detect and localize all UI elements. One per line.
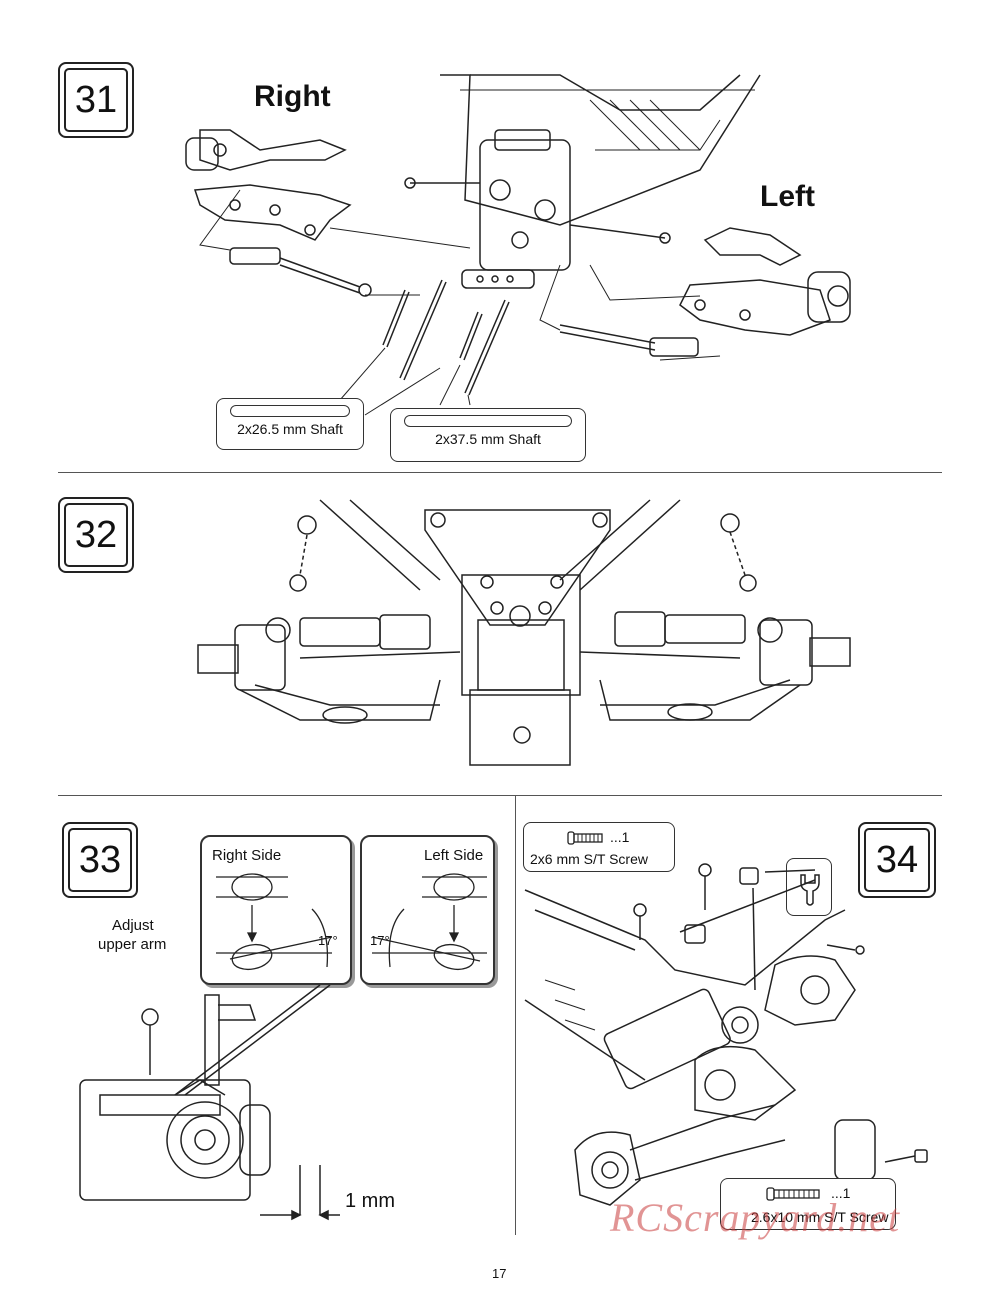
adjust-text-line2: upper arm — [98, 936, 167, 953]
shaft-26-callout: 2x26.5 mm Shaft — [216, 398, 364, 450]
page-number: 17 — [492, 1266, 507, 1281]
left-label: Left — [760, 180, 815, 213]
left-side-diagram — [371, 873, 487, 971]
screw-2-6x10-icon — [766, 1187, 820, 1201]
step-31-illustration — [185, 74, 851, 416]
adjust-text-line1: Adjust — [112, 917, 154, 934]
watermark: RCScrapyard.net — [610, 1195, 901, 1240]
left-side-label: Left Side — [424, 847, 484, 864]
step-32-illustration — [197, 499, 851, 766]
shaft-26-bar — [230, 405, 350, 417]
left-side-panel: Left Side 17° — [360, 835, 495, 985]
step-34-illustration — [524, 863, 928, 1206]
wrench-callout — [786, 858, 832, 916]
right-side-panel: Right Side 17° — [200, 835, 352, 985]
right-side-label: Right Side — [212, 847, 282, 864]
divider-32-33 — [58, 795, 942, 796]
shaft-37-bar — [404, 415, 572, 427]
step-31-number: 31 — [64, 68, 128, 132]
step-31-badge: 31 — [58, 62, 134, 138]
step-34-badge: 34 — [858, 822, 936, 898]
step-32-number: 32 — [64, 503, 128, 567]
screw-2x6-callout: ...1 2x6 mm S/T Screw — [523, 822, 675, 872]
right-angle-label: 17° — [318, 933, 338, 948]
right-side-diagram — [216, 873, 333, 971]
screw-2-6x10-qty: ...1 — [831, 1185, 851, 1201]
shaft-37-label: 2x37.5 mm Shaft — [435, 431, 541, 447]
step-33-illustration — [79, 984, 340, 1221]
screw-2x6-icon — [567, 831, 603, 845]
divider-33-34 — [515, 795, 516, 1235]
wrench-icon — [800, 874, 820, 906]
screw-2x6-qty: ...1 — [610, 829, 630, 845]
right-label: Right — [254, 80, 331, 113]
shaft-37-callout: 2x37.5 mm Shaft — [390, 408, 586, 462]
divider-31-32 — [58, 472, 942, 473]
shaft-26-label: 2x26.5 mm Shaft — [237, 421, 343, 437]
left-angle-label: 17° — [370, 933, 390, 948]
step-32-badge: 32 — [58, 497, 134, 573]
screw-2-6x10-callout: ...1 2.6x10 mm S/T Screw — [720, 1178, 896, 1230]
step-33-badge: 33 — [62, 822, 138, 898]
screw-2x6-label: 2x6 mm S/T Screw — [530, 851, 648, 867]
screw-2-6x10-label: 2.6x10 mm S/T Screw — [751, 1209, 889, 1225]
step-34-number: 34 — [864, 828, 930, 892]
gap-label: 1 mm — [345, 1190, 395, 1212]
step-33-number: 33 — [68, 828, 132, 892]
